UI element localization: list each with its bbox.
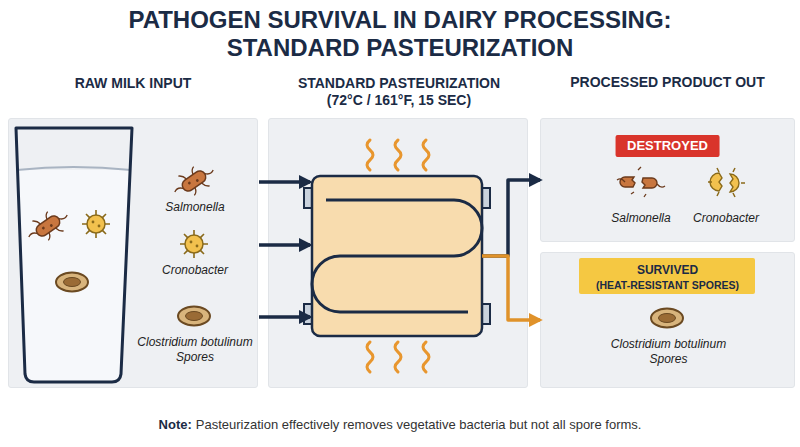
pathogen-item: Cronobacter — [131, 227, 259, 279]
glass-outline — [16, 128, 132, 382]
destroyed-salmonella-icon — [617, 167, 665, 197]
title: PATHOGEN SURVIVAL IN DAIRY PROCESSING: S… — [80, 6, 720, 62]
input-panel: RAW MILK INPUTSalmonellaCronobacterClost… — [8, 118, 258, 388]
spore-icon — [178, 307, 210, 326]
pathogen-label: Cronobacter — [681, 211, 771, 226]
column-header: STANDARD PASTEURIZATION (72°C / 161°F, 1… — [279, 75, 519, 109]
salmonella-icon — [169, 158, 220, 205]
heat-waves — [367, 342, 429, 372]
status-subtitle: (HEAT-RESISTANT SPORES) — [596, 279, 739, 292]
milk-glass — [16, 128, 132, 382]
footnote: Pasteurization effectively removes veget… — [196, 417, 642, 433]
pathogen-label: Salmonella — [131, 200, 259, 215]
column-header: RAW MILK INPUT — [9, 75, 257, 92]
pathogen-label: Cronobacter — [131, 263, 259, 278]
exchanger-body — [312, 176, 482, 336]
heat-waves — [367, 140, 429, 170]
milk — [19, 170, 129, 380]
pipe-stub — [304, 188, 312, 208]
pathogen-label: Clostridium botulinum Spores — [131, 335, 259, 365]
pathogen-item: Clostridium botulinum Spores — [131, 299, 259, 369]
destroyed-cronobacter-icon — [708, 168, 745, 197]
pathogen-item: Salmonella — [131, 164, 259, 216]
spore-icon — [651, 309, 683, 328]
flow-arrow — [259, 315, 310, 319]
pipe-stub — [482, 188, 490, 208]
spore-icon — [56, 273, 88, 292]
milk-surface — [17, 167, 131, 170]
column-header: PROCESSED PRODUCT OUT — [540, 74, 795, 91]
heat-exchanger — [304, 140, 490, 372]
pathogen-label: Salmonella — [596, 211, 686, 226]
exchanger-coil — [312, 200, 482, 312]
pipe-stub — [482, 304, 490, 324]
cronobacter-icon — [180, 230, 208, 258]
pathogen-label: Clostridium botulinum Spores — [601, 337, 736, 367]
footnote: Note: — [159, 417, 192, 433]
output-panel: SURVIVED(HEAT-RESISTANT SPORES) Clostridi… — [540, 252, 795, 388]
pipe-stub — [304, 304, 312, 324]
output-panel: DESTROYED SalmonellaCronobacter — [540, 118, 795, 242]
flow-arrow — [482, 256, 540, 320]
survived-badge — [579, 258, 755, 294]
flow-arrow — [259, 243, 310, 247]
cronobacter-icon — [82, 210, 110, 238]
salmonella-icon — [23, 203, 74, 250]
flow-arrow — [259, 180, 310, 184]
flow-arrow — [482, 180, 540, 256]
status-badge: DESTROYED — [615, 135, 720, 157]
status-badge: SURVIVED — [637, 263, 698, 278]
process-panel: STANDARD PASTEURIZATION (72°C / 161°F, 1… — [268, 118, 528, 388]
